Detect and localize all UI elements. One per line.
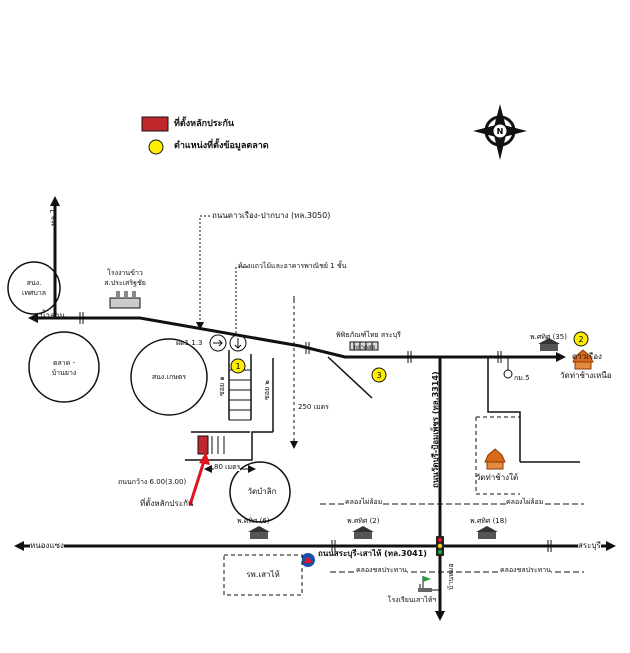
main-road-label: ถนนสระบุรี-เสาไห้ (ทล.3041) — [318, 549, 427, 558]
upper-road — [32, 316, 560, 359]
east-main-arrow-icon — [606, 541, 616, 551]
canal-left-label: คลองไผ่ล้อม — [345, 498, 383, 506]
traffic-light-icon — [436, 536, 444, 556]
shop-2-label: พ.ศทิศ (2) — [347, 517, 380, 525]
ptt-station-icon — [301, 553, 315, 567]
shop-6-label: พ.ศทิศ (6) — [237, 517, 270, 525]
top-road-label: ถนนดาวเรือง-ปากบาง (ทล.3050) — [212, 211, 331, 220]
rice-mill-label: โรงงานข้าว — [107, 269, 143, 277]
top-road-leader — [199, 215, 210, 326]
roundabout-icon — [209, 334, 227, 352]
east-arrow-icon — [556, 352, 566, 362]
canal-bottom-left-label: คลองชลประทาน — [356, 566, 407, 574]
commercial-building-label: ห้องแถวไม้และอาคารพาณิชย์ 1 ชั้น — [238, 262, 347, 270]
hospital-label: รพ.เสาไห้ — [246, 570, 280, 579]
shop-18-label: พ.ศทิศ (18) — [470, 517, 507, 525]
legend-market-swatch — [148, 139, 164, 155]
wat-right-label: วัดท่าช้างใต้ — [475, 473, 519, 482]
canal-right-label: คลองไผ่ล้อม — [506, 498, 544, 506]
wat-temple-circle — [229, 461, 291, 523]
km5-marker — [503, 369, 513, 379]
market-point-2: 2 — [573, 331, 589, 347]
turn-icon — [229, 334, 247, 352]
district-office-left-label: สนง. — [26, 279, 42, 287]
school-flag-icon — [418, 576, 432, 592]
rice-mill-icon — [109, 291, 141, 309]
market-point-3: 3 — [371, 367, 387, 383]
km5-label: กม.5 — [514, 374, 530, 382]
south-label: บ้านหมอ — [447, 563, 455, 590]
district-office-left-label-2: เทศบาล — [21, 289, 47, 297]
school-label: โรงเรียนเสาไห้ฯ — [387, 596, 437, 604]
dao-ruang-label: ดาวเรือง — [572, 352, 602, 361]
temple-south-icon — [484, 448, 506, 470]
distance-250-label: 250 เมตร — [298, 403, 329, 411]
north-arrow-road-icon — [50, 196, 60, 206]
rice-mill-owner-label: ส.ประเสริฐชัย — [104, 279, 146, 287]
soi-1-label: ซอย ๑ — [218, 376, 226, 396]
west-arrow-icon — [28, 313, 38, 323]
site-parcel — [197, 435, 209, 455]
site-access-road — [185, 431, 273, 461]
site-pointer-arrow — [188, 457, 207, 506]
market-point-1: 1 — [230, 358, 246, 374]
legend-site-label: ที่ตั้งหลักประกัน — [174, 119, 235, 129]
market-left-label-2: บ้านยาง — [51, 369, 77, 377]
wat-right-area — [475, 416, 521, 495]
market-circle-left — [28, 331, 100, 403]
west-main-label: หนองแซง — [30, 541, 64, 550]
east-main-label: สระบุรี — [578, 541, 601, 550]
canal-bottom-right-label: คลองชลประทาน — [500, 566, 551, 574]
branch-road-3 — [327, 356, 373, 399]
west-label: น้ำลาน — [40, 311, 65, 320]
hospital-box — [223, 554, 303, 596]
svg-text:N: N — [497, 127, 504, 136]
south-arrow-icon — [435, 611, 445, 621]
market-point-2-label: 2 — [578, 335, 583, 344]
shop-2-icon — [352, 526, 374, 539]
site-note-label: ถนนกว้าง 6.00(3.00) — [118, 478, 187, 486]
museum-sub-label: ตลาดสด — [353, 344, 376, 351]
shop-6-icon — [248, 526, 270, 539]
soi-2-label: ซอย ๒ — [263, 380, 271, 400]
agri-office-circle — [130, 338, 208, 416]
museum-label: พิพิธภัณฑ์ไทย สระบุรี — [336, 331, 401, 339]
market-point-3-label: 3 — [376, 371, 381, 380]
legend-market-label: ตำแหน่งที่ตั้งข้อมูลตลาด — [174, 141, 269, 151]
agri-office-label: สนง.เกษตร — [151, 373, 187, 381]
row-houses — [229, 369, 251, 421]
temple-north-icon — [572, 349, 594, 370]
north-direction-label: ทล.1 — [49, 208, 58, 226]
road-3314-label: ถนนวัดบุรี-ป้อมเพ็ชร (ทล.3314) — [431, 371, 440, 488]
site-red-label: ที่ตั้งหลักประกัน — [140, 499, 194, 508]
wat-temple-label: วัดบำลิก — [247, 487, 277, 496]
temple-north-label: วัดท่าช้างเหนือ — [560, 371, 612, 380]
museum-building-icon — [349, 341, 379, 351]
market-point-1-label: 1 — [235, 362, 240, 371]
district-office-circle — [7, 261, 61, 315]
shop-35-icon — [538, 338, 560, 351]
north-arrow-icon: N — [473, 104, 527, 160]
distance-80-label: 80 เมตร — [214, 463, 241, 471]
market-left-label: ตลาด - — [52, 359, 76, 367]
distance-label-1: ฝต1 1.3 — [176, 339, 203, 347]
commercial-leader — [235, 266, 248, 335]
west-main-arrow-icon — [14, 541, 24, 551]
shop-35-label: พ.ศทิศ (35) — [530, 333, 567, 341]
legend-site-swatch — [141, 116, 169, 132]
shop-18-icon — [476, 526, 498, 539]
